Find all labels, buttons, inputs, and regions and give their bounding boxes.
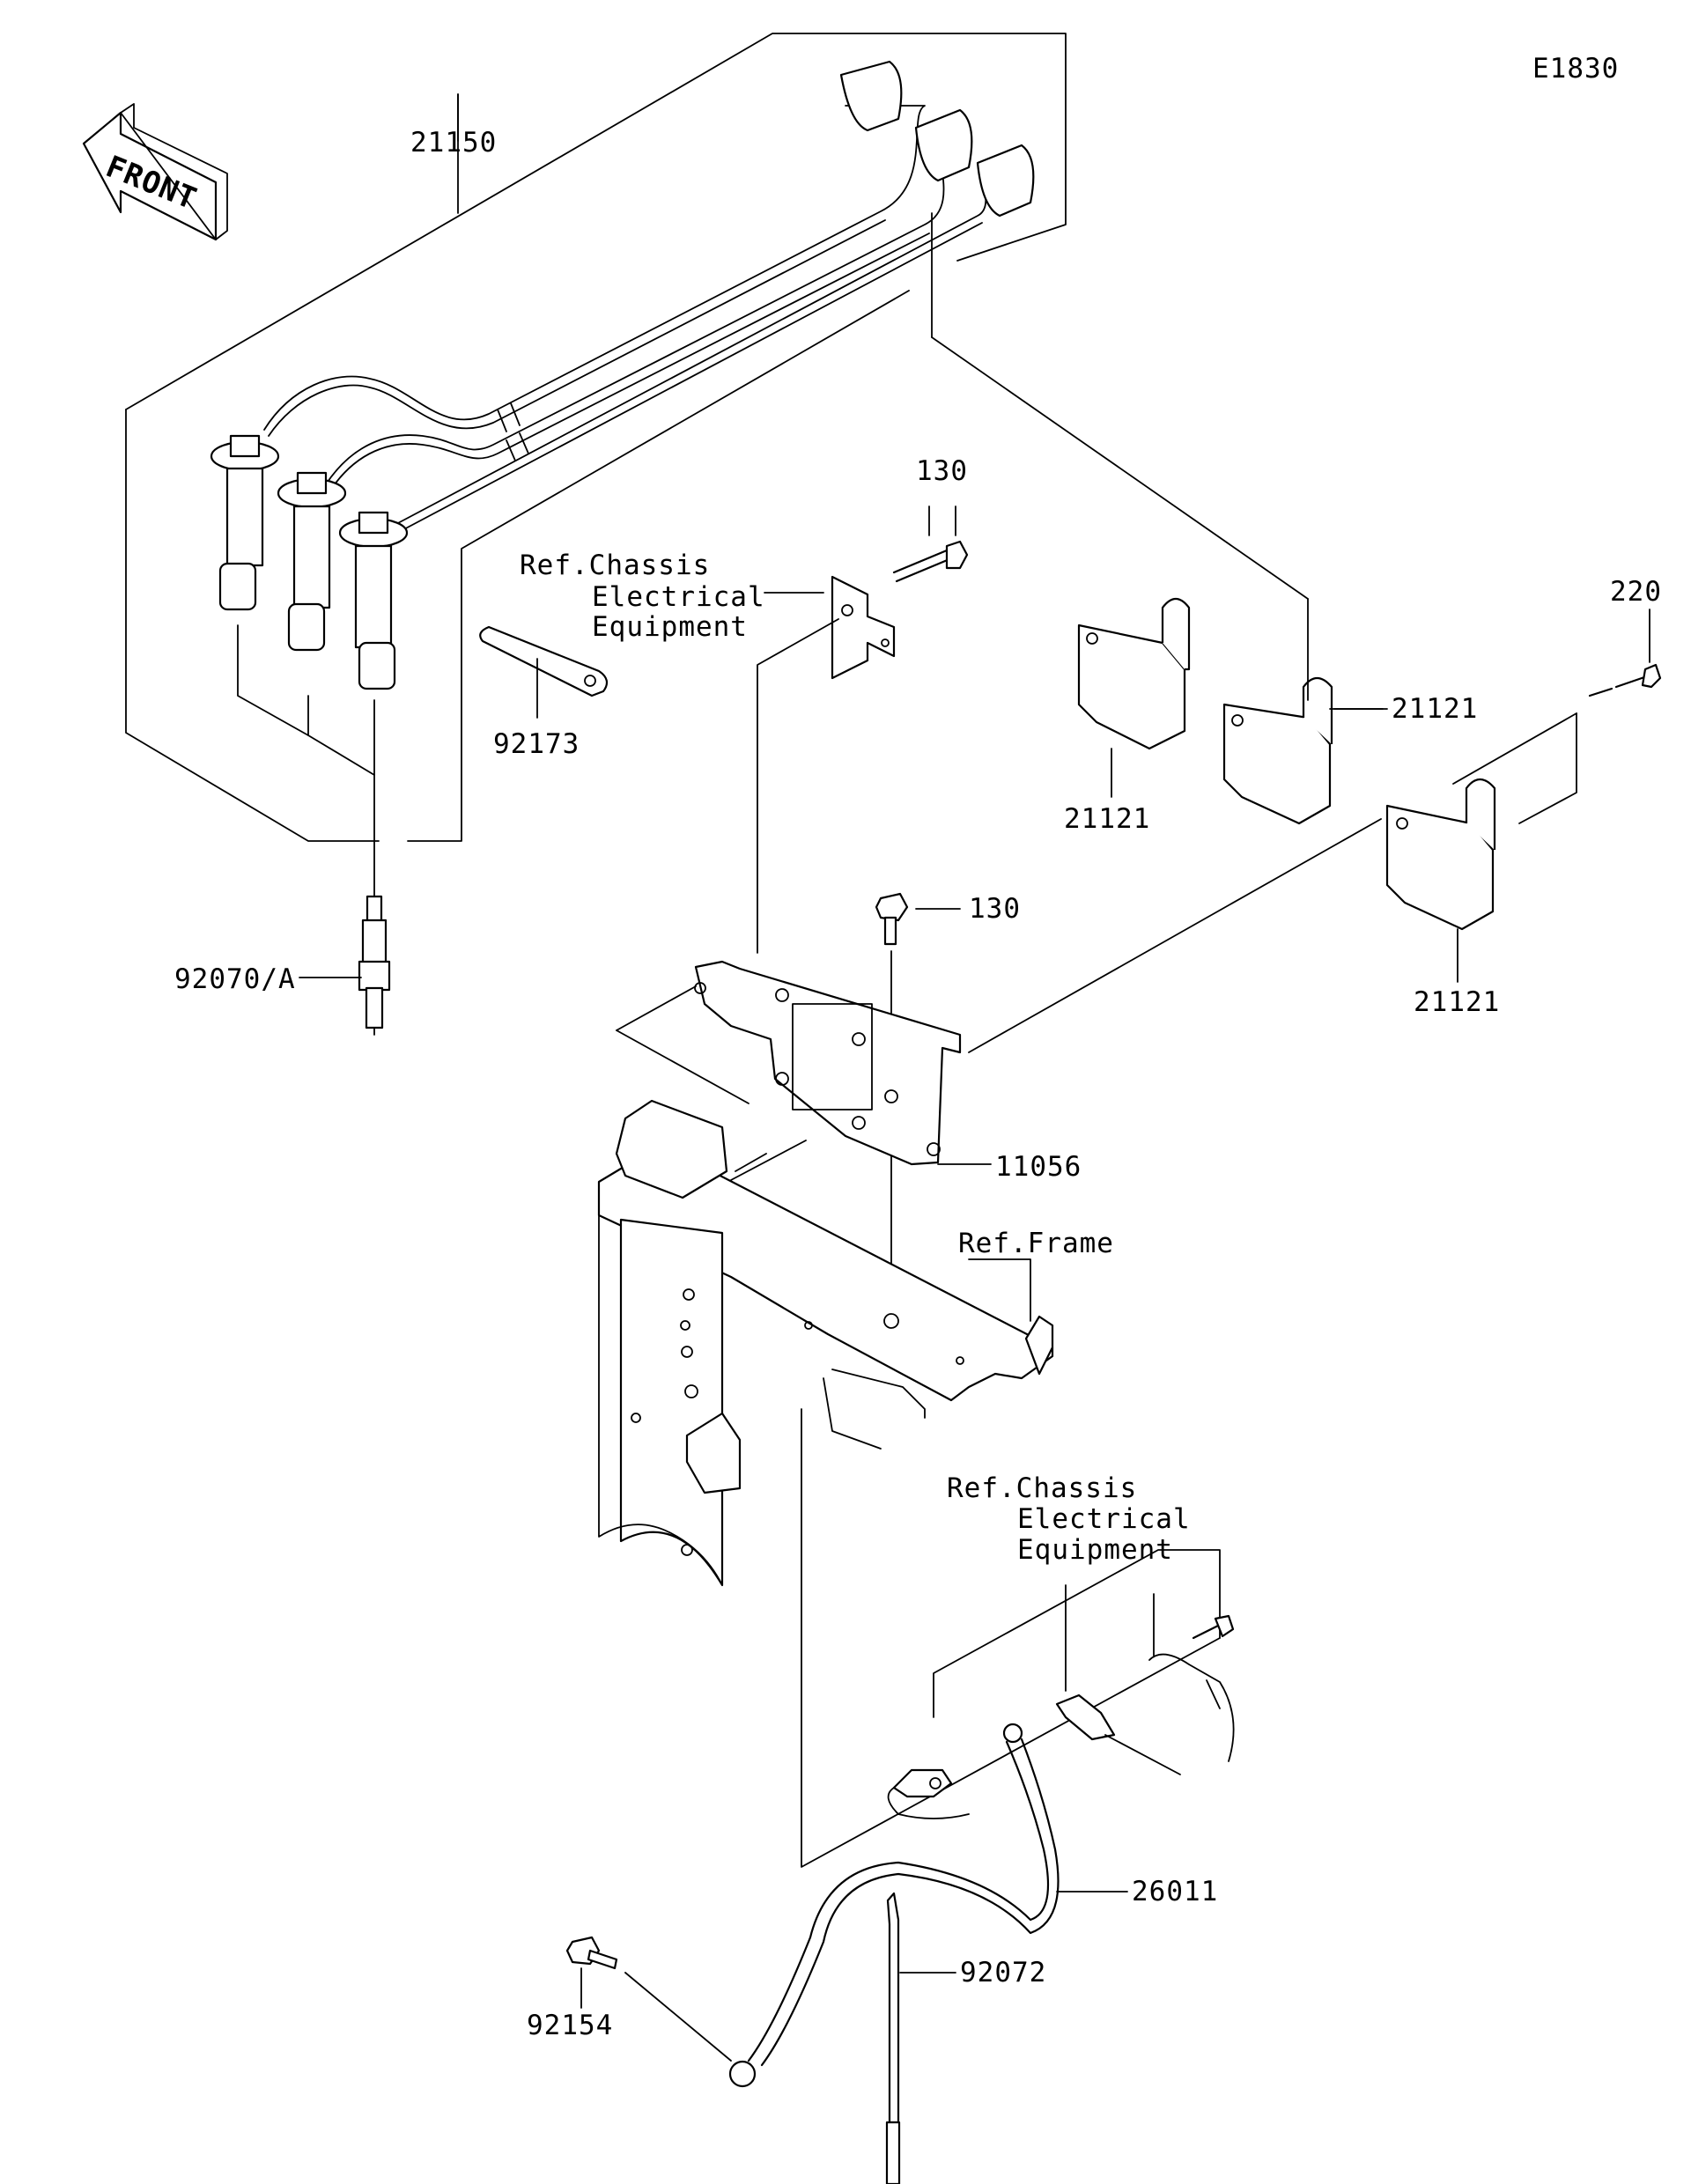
coil-bolt — [1588, 663, 1662, 697]
plug-caps — [210, 434, 409, 897]
band — [885, 1892, 901, 2184]
bolt-mid — [875, 892, 909, 946]
label-coil-bolt: 220 — [1610, 576, 1662, 608]
ground-lead — [728, 1723, 1060, 2088]
diagram-code: E1830 — [1532, 53, 1619, 85]
label-strap: 92173 — [493, 728, 580, 760]
ignition-coil-c — [1385, 778, 1496, 931]
lower-bolt — [1192, 1614, 1235, 1640]
ignition-coil-a — [1077, 597, 1191, 750]
main-bracket — [694, 960, 962, 1166]
ref-chassis-lower-line1: Ref.Chassis — [947, 1472, 1137, 1504]
ref-chassis-lower-line2: Electrical — [1017, 1503, 1191, 1535]
label-ground-lead: 26011 — [1132, 1876, 1218, 1907]
label-bolt-upper: 130 — [916, 455, 968, 487]
spark-plug — [358, 895, 391, 1036]
connector — [1055, 1653, 1235, 1775]
upper-bracket — [831, 575, 896, 680]
ignition-coil-b — [1222, 676, 1333, 825]
ref-chassis-upper-line1: Ref.Chassis — [520, 550, 710, 581]
label-bolt-mid: 130 — [969, 893, 1021, 925]
label-coil-c: 21121 — [1414, 986, 1500, 1018]
front-arrow-icon: FRONT — [82, 103, 228, 241]
label-ignition-cable-set: 21150 — [410, 127, 497, 159]
ignition-cables — [263, 60, 1035, 532]
label-flange-bolt: 92154 — [527, 2010, 613, 2041]
label-coil-a: 21121 — [1064, 803, 1150, 835]
label-coil-b: 21121 — [1392, 693, 1478, 725]
label-band: 92072 — [960, 1957, 1046, 1988]
ref-chassis-lower-line3: Equipment — [1017, 1534, 1173, 1566]
ground-terminal — [887, 1768, 970, 1819]
cable-set-group-outline — [125, 33, 1067, 842]
label-bracket: 11056 — [995, 1151, 1082, 1183]
flange-bolt — [565, 1936, 618, 1970]
frame — [597, 1099, 1054, 1587]
leader-lines — [457, 93, 1384, 710]
ref-frame: Ref.Frame — [958, 1228, 1114, 1259]
label-spark-plug: 92070/A — [174, 963, 296, 995]
ref-chassis-upper-line2: Electrical — [592, 581, 765, 613]
strap — [479, 625, 609, 697]
ref-chassis-upper-line3: Equipment — [592, 611, 748, 643]
bolt-upper — [892, 540, 969, 583]
